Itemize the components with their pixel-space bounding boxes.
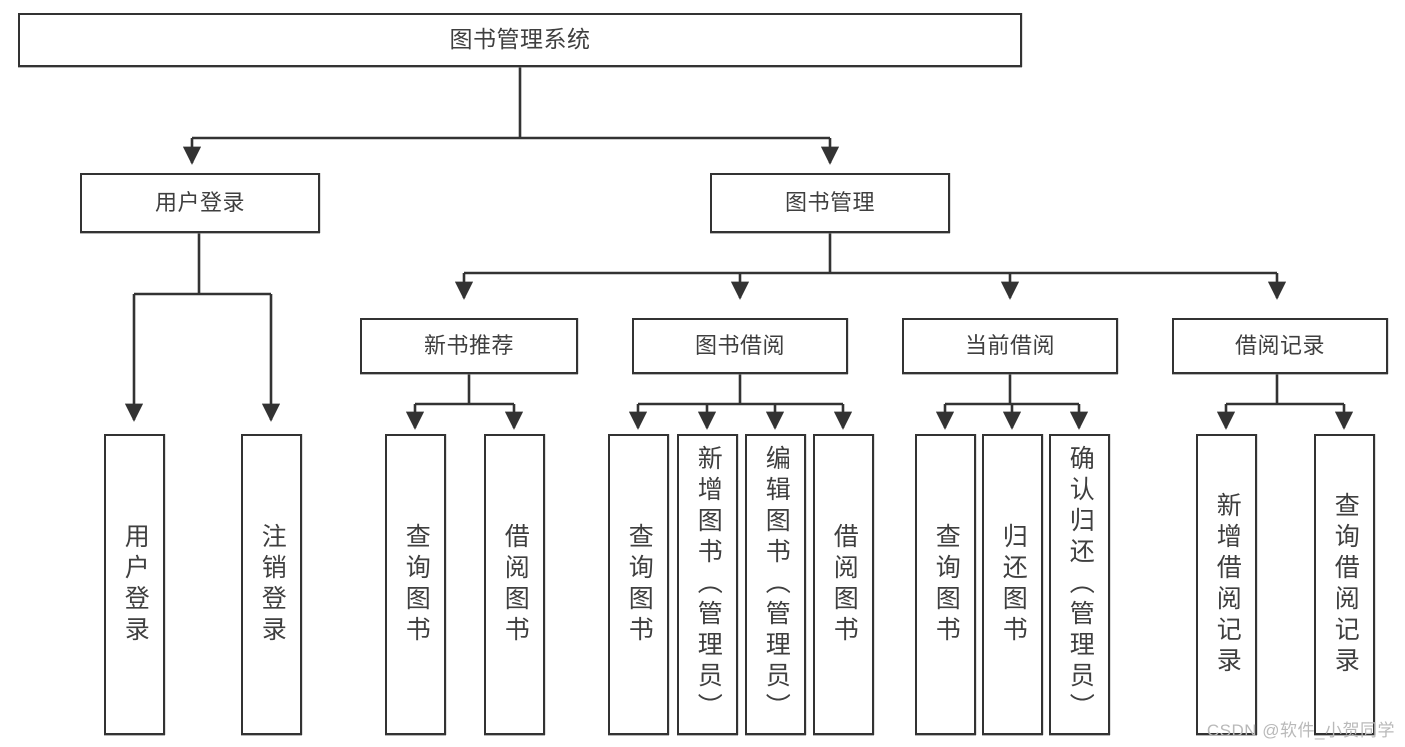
node-borrow-record[interactable]: 借阅记录 [1172, 318, 1388, 374]
node-label: 确认归还（管理员） [1066, 445, 1095, 724]
node-label: 编辑图书（管理员） [762, 445, 791, 724]
leaf-borrow-book-recommend[interactable]: 借阅图书 [484, 434, 545, 735]
node-label: 查询借阅记录 [1331, 491, 1360, 678]
leaf-user-login[interactable]: 用户登录 [104, 434, 165, 735]
node-user-login[interactable]: 用户登录 [80, 173, 320, 233]
node-label: 借阅图书 [830, 522, 859, 647]
node-label: 借阅记录 [1234, 332, 1325, 358]
leaf-add-borrow-record[interactable]: 新增借阅记录 [1196, 434, 1257, 735]
node-book-borrow[interactable]: 图书借阅 [632, 318, 848, 374]
leaf-query-book-borrow[interactable]: 查询图书 [608, 434, 669, 735]
node-current-borrow[interactable]: 当前借阅 [902, 318, 1118, 374]
node-label: 图书借阅 [694, 332, 785, 358]
node-root-book-management-system[interactable]: 图书管理系统 [18, 13, 1022, 67]
node-new-book-recommend[interactable]: 新书推荐 [360, 318, 578, 374]
leaf-query-book-current[interactable]: 查询图书 [915, 434, 976, 735]
node-label: 注销登录 [258, 522, 287, 647]
leaf-borrow-book[interactable]: 借阅图书 [813, 434, 874, 735]
node-label: 新书推荐 [423, 332, 514, 358]
node-book-management[interactable]: 图书管理 [710, 173, 950, 233]
leaf-confirm-return-admin[interactable]: 确认归还（管理员） [1049, 434, 1110, 735]
node-label: 当前借阅 [964, 332, 1055, 358]
node-label: 查询图书 [402, 522, 431, 647]
node-label: 查询图书 [932, 522, 961, 647]
leaf-add-book-admin[interactable]: 新增图书（管理员） [677, 434, 738, 735]
node-label: 图书管理系统 [449, 26, 591, 53]
leaf-user-logout[interactable]: 注销登录 [241, 434, 302, 735]
node-label: 用户登录 [154, 189, 245, 215]
leaf-edit-book-admin[interactable]: 编辑图书（管理员） [745, 434, 806, 735]
leaf-return-book[interactable]: 归还图书 [982, 434, 1043, 735]
node-label: 新增借阅记录 [1213, 491, 1242, 678]
node-label: 借阅图书 [501, 522, 530, 647]
node-label: 用户登录 [121, 522, 150, 647]
node-label: 图书管理 [784, 189, 875, 215]
leaf-query-book-recommend[interactable]: 查询图书 [385, 434, 446, 735]
node-label: 查询图书 [625, 522, 654, 647]
node-label: 归还图书 [999, 522, 1028, 647]
leaf-query-borrow-record[interactable]: 查询借阅记录 [1314, 434, 1375, 735]
node-label: 新增图书（管理员） [694, 445, 723, 724]
